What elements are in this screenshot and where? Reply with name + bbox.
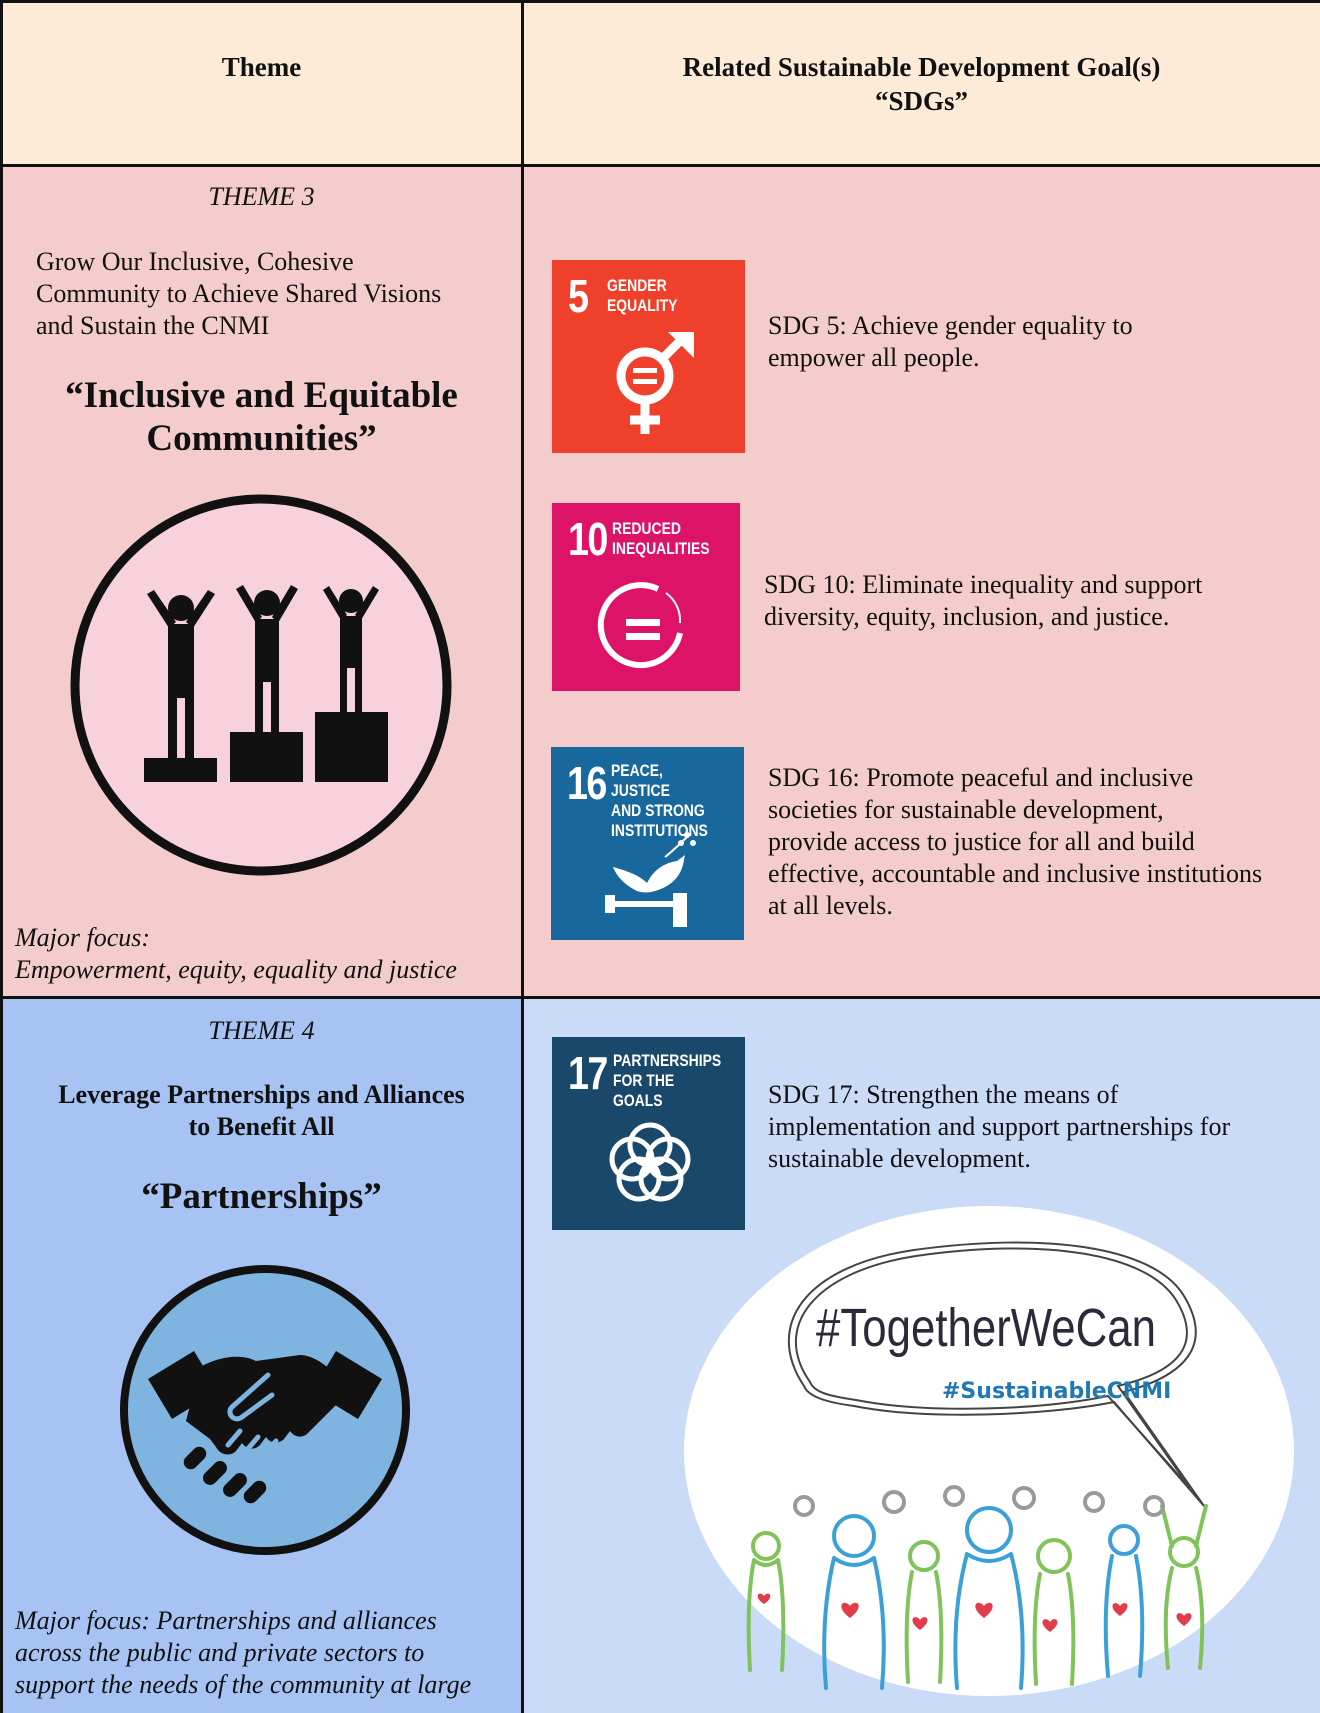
sdg17-desc-line2: implementation and support partnerships … xyxy=(768,1112,1231,1141)
sdg10-tile-label: REDUCED INEQUALITIES xyxy=(612,519,710,558)
theme3-focus-line2: Empowerment, equity, equality and justic… xyxy=(15,955,457,984)
sdg17-number: 17 xyxy=(568,1047,608,1099)
header-sdg-label-line1: Related Sustainable Development Goal(s) xyxy=(682,52,1161,82)
theme4-title-line1: Leverage Partnerships and Alliances xyxy=(58,1080,465,1109)
theme3-title-line1: Grow Our Inclusive, Cohesive xyxy=(36,247,354,276)
header-sdg-label-line2: “SDGs” xyxy=(874,86,969,116)
interlocking-rings-icon xyxy=(609,1122,691,1202)
sdg16-desc-line1: SDG 16: Promote peaceful and inclusive xyxy=(768,763,1194,792)
crowd-speech-bubble-icon: #TogetherWeCan #SustainableCNMI xyxy=(684,1206,1294,1696)
sdg10-desc-line2: diversity, equity, inclusion, and justic… xyxy=(764,602,1170,631)
theme4-focus-line1: Major focus: Partnerships and alliances xyxy=(15,1606,437,1635)
sdg16-desc-line5: at all levels. xyxy=(768,891,893,920)
table-divider-row xyxy=(0,996,1320,999)
sdg10-desc-line1: SDG 10: Eliminate inequality and support xyxy=(764,570,1203,599)
header-row-right xyxy=(523,0,1320,166)
sdg5-number: 5 xyxy=(568,270,589,322)
sdg17-tile-label: PARTNERSHIPS FOR THE GOALS xyxy=(613,1051,722,1110)
reduced-inequalities-icon xyxy=(597,582,683,669)
header-theme-label: Theme xyxy=(221,52,302,82)
sdg16-tile: 16 PEACE, JUSTICE AND STRONG INSTITUTION… xyxy=(551,747,744,940)
table-border-top xyxy=(0,0,1320,3)
table-divider-vertical xyxy=(521,0,524,1713)
theme3-label: THEME 3 xyxy=(208,182,315,211)
theme4-label: THEME 4 xyxy=(208,1016,315,1045)
sdg16-desc-line3: provide access to justice for all and bu… xyxy=(768,827,1195,856)
table-border-left xyxy=(0,0,3,1713)
theme3-title-line2: Community to Achieve Shared Visions xyxy=(36,279,442,308)
theme4-title-line2: to Benefit All xyxy=(188,1112,335,1141)
sdg16-desc-line4: effective, accountable and inclusive ins… xyxy=(768,859,1263,888)
handshake-icon xyxy=(120,1265,410,1555)
sdg5-tile-label: GENDER EQUALITY xyxy=(607,276,678,315)
theme3-slogan-line1: “Inclusive and Equitable xyxy=(65,375,458,416)
sdg5-tile: 5 GENDER EQUALITY xyxy=(552,260,745,453)
theme4-slogan: “Partnerships” xyxy=(141,1176,382,1217)
sdg16-desc-line2: societies for sustainable development, xyxy=(768,795,1164,824)
sdg16-tile-label: PEACE, JUSTICE AND STRONG INSTITUTIONS xyxy=(611,761,708,840)
sdg5-desc-line2: empower all people. xyxy=(768,343,980,372)
theme3-title-line3: and Sustain the CNMI xyxy=(36,311,270,340)
sdg16-number: 16 xyxy=(567,757,607,809)
gender-equality-icon xyxy=(616,331,694,434)
theme3-slogan-line2: Communities” xyxy=(146,418,377,459)
sdg5-desc-line1: SDG 5: Achieve gender equality to xyxy=(768,311,1133,340)
sdg17-desc-line1: SDG 17: Strengthen the means of xyxy=(768,1080,1119,1109)
theme3-focus-line1: Major focus: xyxy=(15,923,151,952)
dove-gavel-icon xyxy=(605,832,696,927)
hashtag-sub: #SustainableCNMI xyxy=(942,1379,1171,1404)
sdg10-number: 10 xyxy=(568,513,608,565)
sdg17-desc-line3: sustainable development. xyxy=(768,1144,1031,1173)
table-divider-header xyxy=(0,164,1320,167)
hashtag-main: #TogetherWeCan xyxy=(816,1298,1156,1358)
podium-people-icon xyxy=(70,494,452,876)
header-row-left xyxy=(0,0,523,166)
sdg17-tile: 17 PARTNERSHIPS FOR THE GOALS xyxy=(552,1037,745,1230)
theme4-focus-line2: across the public and private sectors to xyxy=(15,1638,425,1667)
theme4-focus-line3: support the needs of the community at la… xyxy=(15,1670,472,1699)
sdg10-tile: 10 REDUCED INEQUALITIES xyxy=(552,503,740,691)
